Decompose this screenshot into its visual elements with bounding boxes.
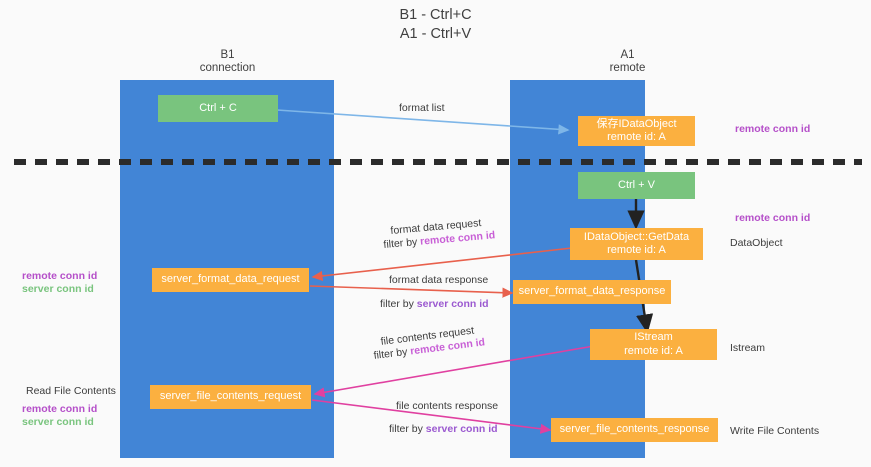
right-label-remote-conn-id-top: remote conn id: [735, 123, 811, 135]
node-idataobject-store-title: 保存IDataObject: [596, 117, 677, 130]
node-ctrl-c-label: Ctrl + C: [199, 101, 237, 114]
column-header-a1: A1 remote: [609, 49, 646, 74]
edge-label-file-contents-response-text: file contents response: [396, 400, 499, 412]
edge-label-format-list: format list: [399, 102, 445, 114]
node-server-format-data-response-label: server_format_data_response: [518, 285, 666, 298]
filter-by-prefix: filter by: [380, 298, 417, 310]
node-ctrl-v-label: Ctrl + V: [618, 178, 655, 191]
side-label-remote-conn-id-mid: remote conn id: [22, 270, 98, 282]
side-label-remote-conn-id-bottom: remote conn id: [22, 403, 98, 415]
edge-label-file-contents-response-filter: filter by server conn id: [389, 423, 498, 436]
node-server-file-contents-request-label: server_file_contents_request: [159, 390, 302, 403]
edge-label-format-data-response-text: format data response: [389, 274, 489, 286]
side-label-read-file-contents: Read File Contents: [26, 385, 116, 397]
node-server-format-data-request[interactable]: server_format_data_request: [152, 268, 309, 292]
right-label-istream: Istream: [730, 342, 766, 354]
node-ctrl-c[interactable]: Ctrl + C: [158, 95, 278, 122]
edge-label-format-data-response-filter: filter by server conn id: [380, 298, 489, 311]
server-conn-id-key: server conn id: [425, 423, 498, 435]
node-server-file-contents-response[interactable]: server_file_contents_response: [551, 418, 718, 442]
edge-label-format-data-response: format data response: [389, 274, 488, 287]
server-conn-id-key: server conn id: [416, 298, 489, 310]
right-label-remote-conn-id-mid: remote conn id: [735, 212, 811, 224]
right-label-write-file-contents: Write File Contents: [730, 425, 820, 437]
column-header-b1: B1 connection: [199, 49, 256, 74]
page-title: B1 - Ctrl+C A1 - Ctrl+V: [399, 7, 472, 42]
side-label-server-conn-id-bottom: server conn id: [22, 416, 94, 428]
node-getdata-title: IDataObject::GetData: [583, 230, 690, 243]
node-istream-title: IStream: [634, 331, 673, 343]
node-getdata[interactable]: IDataObject::GetData remote id: A: [570, 228, 703, 260]
node-ctrl-v[interactable]: Ctrl + V: [578, 172, 695, 199]
node-idataobject-store[interactable]: 保存IDataObject remote id: A: [578, 116, 695, 146]
filter-by-prefix: filter by: [389, 423, 426, 435]
node-server-file-contents-request[interactable]: server_file_contents_request: [150, 385, 311, 409]
side-label-server-conn-id-mid: server conn id: [22, 283, 94, 295]
node-server-format-data-request-label: server_format_data_request: [161, 273, 300, 286]
node-idataobject-store-subtitle: remote id: A: [607, 131, 666, 143]
node-server-file-contents-response-label: server_file_contents_response: [559, 423, 710, 436]
node-getdata-subtitle: remote id: A: [607, 244, 666, 256]
right-label-dataobject: DataObject: [730, 237, 783, 249]
node-server-format-data-response[interactable]: server_format_data_response: [513, 280, 671, 304]
node-istream-subtitle: remote id: A: [624, 344, 683, 357]
node-istream[interactable]: IStream remote id: A: [590, 329, 717, 360]
filter-by-prefix: filter by: [383, 235, 421, 251]
edge-label-file-contents-response: file contents response: [396, 400, 498, 413]
